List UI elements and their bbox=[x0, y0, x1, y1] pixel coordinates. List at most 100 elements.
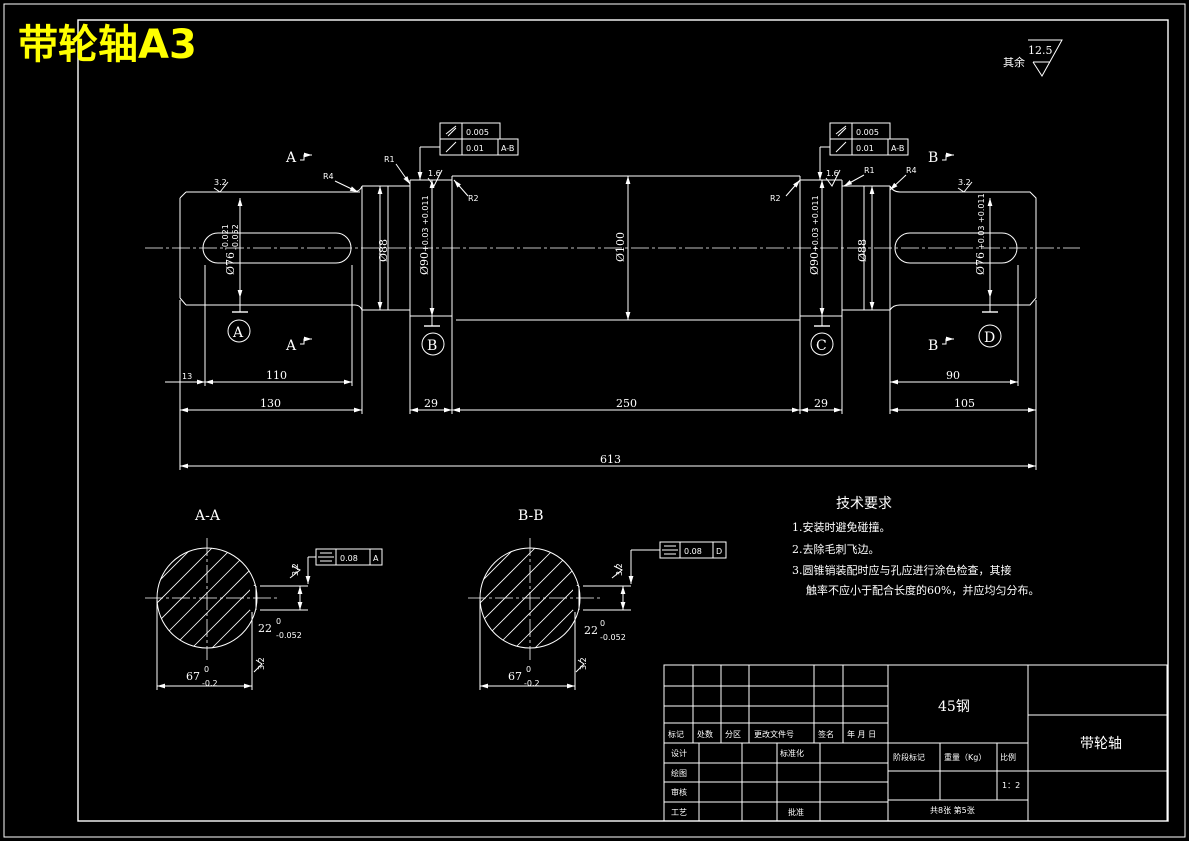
dia-88-left: Ø88 bbox=[377, 239, 390, 262]
section-aa-label: A-A bbox=[194, 508, 221, 524]
tb-header-3: 更改文件号 bbox=[754, 729, 794, 739]
dim-130: 130 bbox=[260, 397, 281, 410]
radius-r1-left: R1 bbox=[384, 155, 395, 164]
tb-scale: 1：2 bbox=[1002, 781, 1020, 790]
dim-29-right: 29 bbox=[814, 397, 828, 410]
radius-r1-right: R1 bbox=[864, 166, 875, 175]
section-view-aa: A-A 22 0 -0.052 67 0 -0.2 bbox=[145, 508, 383, 690]
bb-width-tol-up: 0 bbox=[600, 619, 605, 628]
tb-drawing: 绘图 bbox=[671, 768, 687, 778]
outer-border bbox=[3, 3, 1186, 838]
bb-depth: 67 bbox=[508, 670, 522, 683]
radius-r2-left: R2 bbox=[468, 194, 479, 203]
bb-width-tol-dn: -0.052 bbox=[600, 633, 626, 642]
tolerance-frame-left: 0.005 0.01 A-B bbox=[417, 122, 519, 180]
datum-c: C bbox=[816, 338, 827, 354]
tol-right-row2-value: 0.01 bbox=[856, 144, 874, 153]
section-indicators: A A B B bbox=[285, 150, 954, 354]
tb-process: 工艺 bbox=[671, 808, 687, 817]
dia-76-right: Ø76 bbox=[974, 252, 987, 275]
roughness-value: 12.5 bbox=[1028, 44, 1053, 57]
section-mark-a-top: A bbox=[285, 150, 297, 166]
tb-header-0: 标记 bbox=[668, 729, 684, 739]
title-block: 标记 处数 分区 更改文件号 签名 年 月 日 设计 标准化 绘图 审核 工艺 … bbox=[663, 664, 1168, 822]
aa-tol-datum: A bbox=[373, 554, 379, 563]
section-view-bb: B-B 22 0 -0.052 67 0 -0.2 bbox=[468, 508, 727, 690]
tech-req-item-2: 2.去除毛刺飞边。 bbox=[792, 542, 880, 556]
rough-left-bearing: 1.6 bbox=[428, 169, 441, 178]
datum-d: D bbox=[984, 330, 995, 346]
tb-header-2: 分区 bbox=[725, 730, 741, 739]
tol-left-row1: 0.005 bbox=[466, 128, 489, 137]
tech-req-item-1: 1.安装时避免碰撞。 bbox=[792, 520, 891, 534]
aa-width-tol-dn: -0.052 bbox=[276, 631, 302, 640]
dim-29-left: 29 bbox=[424, 397, 438, 410]
bb-depth-tol-up: 0 bbox=[526, 665, 531, 674]
radius-r4-left: R4 bbox=[323, 172, 334, 181]
tb-stage-mark: 阶段标记 bbox=[893, 752, 925, 762]
aa-width-tol-up: 0 bbox=[276, 617, 281, 626]
radius-r2-right: R2 bbox=[770, 194, 781, 203]
tol-right-row1: 0.005 bbox=[856, 128, 879, 137]
tb-review: 审核 bbox=[671, 787, 687, 797]
tb-part-name: 带轮轴 bbox=[1080, 736, 1122, 752]
aa-depth-tol-up: 0 bbox=[204, 665, 209, 674]
rough-right-bearing: 1.6 bbox=[826, 169, 839, 178]
bb-tol-datum: D bbox=[716, 547, 722, 556]
drawing-title: 带轮轴A3 bbox=[18, 22, 197, 68]
dia-90-left: Ø90 bbox=[418, 252, 431, 275]
tb-scale-label: 比例 bbox=[1000, 752, 1016, 762]
aa-tol-value: 0.08 bbox=[340, 554, 358, 563]
radius-callouts: R4 R1 R2 R2 R1 R4 bbox=[323, 155, 917, 203]
dim-250: 250 bbox=[616, 397, 637, 410]
tb-standardize: 标准化 bbox=[780, 748, 804, 758]
datum-b: B bbox=[427, 338, 437, 354]
length-dimensions: 13 110 130 29 250 29 90 105 613 bbox=[165, 265, 1037, 470]
tb-sheets: 共8张 第5张 bbox=[930, 805, 975, 815]
tb-header-4: 签名 bbox=[818, 729, 834, 739]
diameter-labels: Ø76 -0.021 -0.052 Ø88 Ø90 +0.03 +0.011 Ø… bbox=[221, 193, 987, 275]
aa-rough1: 3.2 bbox=[291, 563, 300, 576]
tb-approve: 批准 bbox=[788, 807, 804, 817]
section-mark-b-top: B bbox=[928, 150, 938, 166]
tol-left-row2-datum: A-B bbox=[501, 144, 514, 153]
dia-90-right: Ø90 bbox=[808, 252, 821, 275]
left-keyway bbox=[202, 232, 352, 264]
tb-header-1: 处数 bbox=[697, 729, 713, 739]
datum-markers: A B C D bbox=[227, 298, 1002, 356]
dim-13: 13 bbox=[182, 372, 192, 381]
dim-110: 110 bbox=[266, 369, 287, 382]
right-keyway bbox=[894, 232, 1018, 264]
dim-613: 613 bbox=[600, 453, 621, 466]
tb-design: 设计 bbox=[671, 748, 687, 758]
dia-88-right: Ø88 bbox=[856, 239, 869, 262]
bb-width: 22 bbox=[584, 624, 598, 637]
shaft-outline bbox=[145, 175, 1080, 321]
bb-tol-value: 0.08 bbox=[684, 547, 702, 556]
tolerance-frame-right: 0.005 0.01 A-B bbox=[817, 122, 909, 180]
aa-depth: 67 bbox=[186, 670, 200, 683]
dia-76-left-tol-up: -0.021 bbox=[221, 224, 230, 250]
surface-roughness-marks: 3.2 1.6 1.6 3.2 bbox=[213, 169, 973, 193]
dia-100: Ø100 bbox=[614, 232, 627, 262]
general-roughness-note: 其余 12.5 bbox=[1003, 39, 1063, 77]
tb-material: 45钢 bbox=[938, 699, 970, 715]
dim-90: 90 bbox=[946, 369, 960, 382]
bb-rough1: 3.2 bbox=[615, 563, 624, 576]
dim-105: 105 bbox=[954, 397, 975, 410]
radius-r4-right: R4 bbox=[906, 166, 917, 175]
section-bb-label: B-B bbox=[518, 508, 544, 524]
rough-left-end: 3.2 bbox=[214, 178, 227, 187]
dia-76-left-tol-dn: -0.052 bbox=[231, 224, 240, 250]
section-mark-a-bottom: A bbox=[285, 338, 297, 354]
tech-req-item-3: 3.圆锥销装配时应与孔应进行涂色检查，其接 bbox=[792, 563, 1012, 577]
tol-right-row2-datum: A-B bbox=[891, 144, 904, 153]
tb-header-5: 年 月 日 bbox=[847, 729, 876, 739]
tol-left-row2-value: 0.01 bbox=[466, 144, 484, 153]
tb-weight: 重量（Kg） bbox=[944, 752, 986, 762]
aa-depth-tol-dn: -0.2 bbox=[202, 679, 218, 688]
dia-76-right-tol: +0.03 +0.011 bbox=[977, 193, 986, 250]
section-mark-b-bottom: B bbox=[928, 338, 938, 354]
roughness-prefix: 其余 bbox=[1003, 55, 1025, 69]
